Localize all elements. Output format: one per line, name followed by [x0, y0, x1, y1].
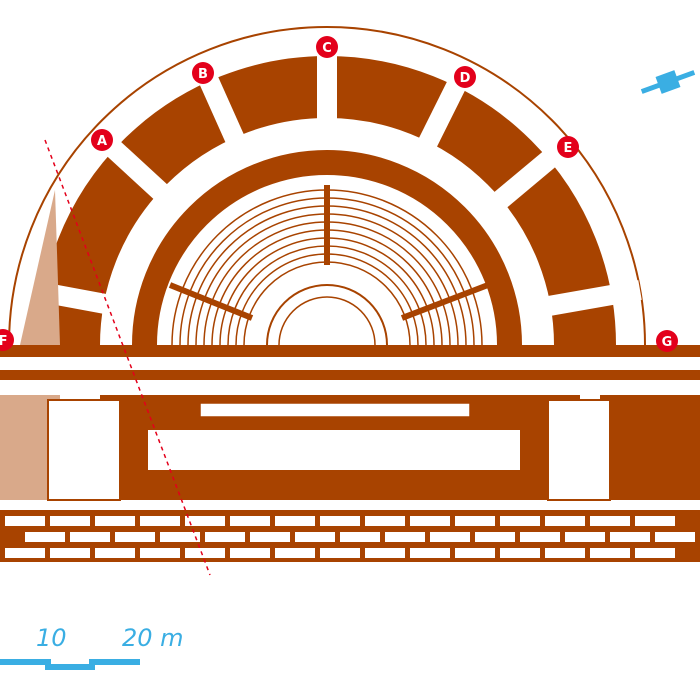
stage-floor: [148, 430, 520, 470]
north-arrow-icon: [640, 70, 696, 94]
entrance-marker-e: E: [557, 136, 579, 158]
scale-label-20m: 20 m: [122, 624, 184, 652]
stage-building: [0, 345, 700, 562]
stage-front-wall: [0, 345, 700, 357]
inner-corridor: [157, 175, 497, 345]
entrance-marker-a: A: [91, 129, 113, 151]
seating-stairways: [168, 185, 490, 321]
svg-text:B: B: [198, 67, 208, 82]
svg-text:C: C: [322, 41, 332, 56]
entrance-marker-f: F: [0, 329, 14, 351]
entrance-marker-c: C: [316, 36, 338, 58]
right-wing: [600, 395, 700, 500]
ambulatory: [106, 124, 548, 345]
cavea: [8, 26, 646, 345]
svg-text:E: E: [564, 141, 573, 156]
svg-text:F: F: [0, 334, 7, 349]
reconstructed-section: [20, 190, 60, 345]
svg-text:D: D: [460, 71, 471, 86]
entrance-marker-b: B: [192, 62, 214, 84]
scale-label-10: 10: [36, 624, 67, 652]
stage-corridor: [0, 370, 700, 380]
foundation-bricks: [5, 516, 695, 558]
right-tower: [547, 399, 611, 501]
pulpitum-strip: [199, 402, 471, 418]
entrance-marker-d: D: [454, 66, 476, 88]
scale-bar: 10 20 m: [0, 624, 184, 670]
svg-text:G: G: [662, 335, 673, 350]
outer-wall: [8, 26, 646, 345]
orchestra: [278, 296, 376, 345]
svg-text:A: A: [97, 134, 107, 149]
inner-structure-ring: [132, 150, 522, 345]
left-tower: [47, 399, 121, 501]
entrance-marker-g: G: [656, 330, 678, 352]
section-cut-line: [44, 139, 211, 576]
